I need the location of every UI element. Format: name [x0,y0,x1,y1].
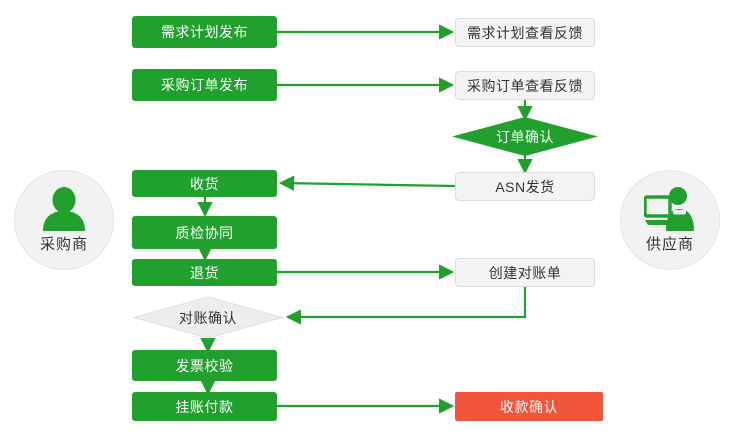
node-purchase-order-publish[interactable]: 采购订单发布 [132,69,277,101]
node-return-goods[interactable]: 退货 [132,259,277,286]
person-icon [41,186,87,231]
node-label: ASN发货 [495,178,555,195]
node-label: 采购订单查看反馈 [467,77,583,94]
node-label: 对账确认 [179,309,237,326]
node-invoice-verify[interactable]: 发票校验 [132,350,277,381]
node-label: 创建对账单 [488,264,562,281]
node-goods-receipt[interactable]: 收货 [132,170,277,197]
node-create-statement[interactable]: 创建对账单 [455,258,595,287]
edge-asn-to-receipt [278,175,456,191]
node-quality-collaboration[interactable]: 质检协同 [132,216,277,249]
node-asn-shipment[interactable]: ASN发货 [455,172,595,201]
node-label: 质检协同 [175,224,234,241]
diamond-shape [452,117,598,156]
node-label: 挂账付款 [175,398,234,415]
node-label: 收货 [190,175,219,192]
node-statement-confirm[interactable]: 对账确认 [133,296,283,339]
person-at-computer-icon [643,186,696,231]
node-label: 退货 [190,264,219,281]
actor-supplier[interactable]: 供应商 [620,170,720,270]
node-label: 订单确认 [496,128,554,145]
node-demand-plan-feedback[interactable]: 需求计划查看反馈 [455,18,595,47]
actor-buyer[interactable]: 采购商 [14,170,114,270]
node-label: 收款确认 [500,398,558,415]
node-label: 需求计划查看反馈 [467,24,583,41]
node-pending-payment[interactable]: 挂账付款 [132,392,277,421]
node-purchase-order-feedback[interactable]: 采购订单查看反馈 [455,71,595,100]
edge-statement-to-confirm [285,286,527,325]
node-label: 发票校验 [175,357,234,374]
actor-buyer-label: 采购商 [39,235,88,253]
node-label: 采购订单发布 [161,77,248,93]
actor-supplier-label: 供应商 [645,235,694,253]
node-order-confirm[interactable]: 订单确认 [452,117,598,156]
node-receipt-confirm[interactable]: 收款确认 [455,392,603,421]
node-label: 需求计划发布 [161,24,248,40]
node-demand-plan-publish[interactable]: 需求计划发布 [132,16,277,48]
